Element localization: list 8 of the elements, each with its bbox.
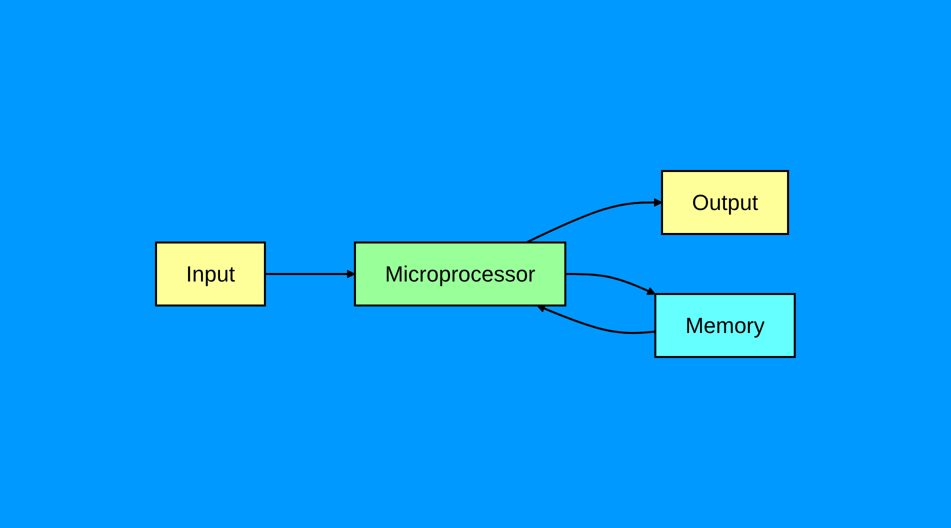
arrow — [536, 304, 656, 334]
node-box: Microprocessor — [354, 242, 566, 306]
arrow — [565, 273, 656, 295]
arrow — [526, 198, 663, 244]
arrow — [265, 270, 356, 278]
node-box: Output — [661, 170, 790, 235]
node-box: Memory — [654, 293, 796, 358]
node-box: Input — [155, 242, 266, 306]
